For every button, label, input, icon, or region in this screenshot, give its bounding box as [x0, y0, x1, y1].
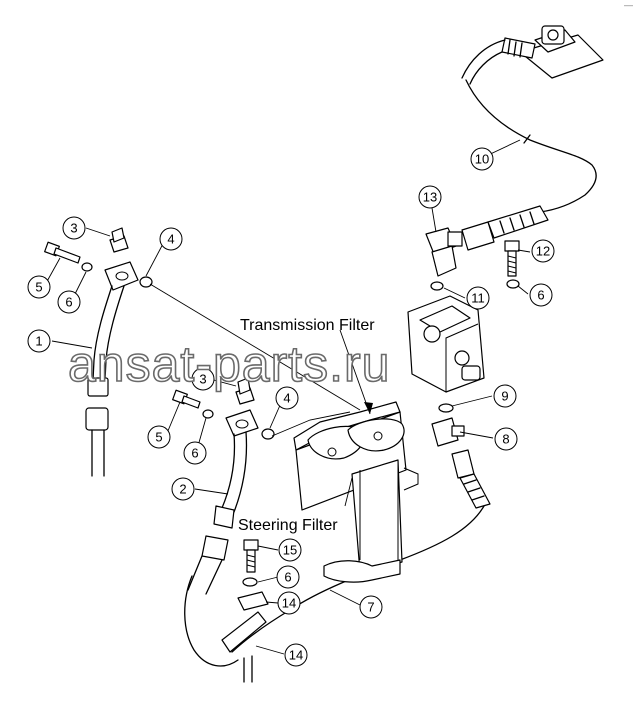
svg-text:10: 10 [475, 152, 489, 167]
transmission-filter-label: Transmission Filter [240, 317, 375, 334]
callout-4-middle: 4 [275, 386, 299, 410]
callout-14-upper: 14 [277, 591, 301, 615]
svg-text:6: 6 [65, 295, 72, 310]
tube-1 [85, 261, 139, 477]
tube-2 [187, 409, 259, 595]
callout-6-right: 6 [529, 283, 553, 307]
callout-6-lower: 6 [276, 565, 300, 589]
valve-block [407, 295, 485, 393]
svg-text:15: 15 [283, 543, 297, 558]
callout-leaders [44, 139, 531, 655]
svg-text:6: 6 [537, 288, 544, 303]
svg-text:2: 2 [179, 482, 186, 497]
callout-9: 9 [493, 384, 517, 408]
callout-12: 12 [531, 239, 555, 263]
svg-text:5: 5 [35, 280, 42, 295]
washer-6-top [81, 262, 93, 272]
svg-text:9: 9 [501, 389, 508, 404]
clamp-14-lower [221, 611, 267, 683]
o-ring-4-top [139, 276, 153, 288]
callout-5-middle: 5 [147, 425, 171, 449]
svg-text:12: 12 [536, 244, 550, 259]
svg-text:11: 11 [471, 291, 485, 306]
washer-6-middle [202, 409, 214, 419]
bolt-12 [504, 240, 520, 277]
svg-text:8: 8 [502, 432, 509, 447]
sender-bracket [519, 25, 604, 79]
svg-text:3: 3 [70, 221, 77, 236]
hose-fitting-lower [451, 449, 491, 509]
callout-11: 11 [466, 286, 490, 310]
steering-filter-arrow [344, 477, 353, 507]
transmission-filter-arrow [339, 329, 373, 415]
callout-6-top: 6 [57, 290, 81, 314]
cap-3-middle [235, 377, 255, 405]
svg-text:3: 3 [199, 372, 206, 387]
o-ring-4-middle [261, 428, 275, 440]
steering-filter-label: Steering Filter [238, 517, 338, 534]
svg-text:1: 1 [35, 334, 42, 349]
svg-text:5: 5 [155, 430, 162, 445]
callout-4-top: 4 [159, 227, 183, 251]
bolt-5-top [44, 241, 81, 264]
callout-14-lower: 14 [284, 643, 308, 667]
svg-text:14: 14 [289, 648, 303, 663]
callout-7: 7 [359, 595, 383, 619]
svg-text:6: 6 [284, 570, 291, 585]
callout-3-middle: 3 [191, 367, 215, 391]
callout-15: 15 [278, 538, 302, 562]
svg-text:4: 4 [283, 391, 290, 406]
corner-mark: — [624, 0, 633, 10]
watermark: ansat-parts.ru [68, 336, 390, 392]
svg-text:4: 4 [167, 232, 174, 247]
cap-3-top [109, 227, 129, 253]
svg-text:14: 14 [282, 596, 296, 611]
fitting-8 [431, 417, 465, 447]
o-ring-11 [430, 281, 444, 291]
bolt-5-middle [172, 389, 201, 409]
washer-6-right [506, 279, 520, 289]
callout-8: 8 [494, 427, 518, 451]
callout-3-top: 3 [62, 216, 86, 240]
bolt-15 [243, 539, 259, 573]
flow-line-upper [149, 283, 361, 411]
svg-text:13: 13 [423, 190, 437, 205]
hose-fitting-upper [461, 205, 549, 251]
callout-5-top: 5 [27, 275, 51, 299]
hose-10 [461, 37, 597, 213]
svg-text:6: 6 [191, 446, 198, 461]
o-ring-9 [438, 403, 454, 413]
clamp-14-upper [237, 591, 269, 611]
callout-2: 2 [171, 477, 195, 501]
svg-text:7: 7 [367, 600, 374, 615]
callout-6-middle: 6 [183, 441, 207, 465]
washer-6-lower [242, 577, 258, 587]
elbow-fitting-13 [425, 227, 463, 277]
callout-13: 13 [418, 185, 442, 209]
twin-filter-assembly [293, 401, 419, 583]
flow-line-lower [271, 411, 351, 437]
callout-1: 1 [27, 329, 51, 353]
callout-10: 10 [470, 147, 494, 171]
